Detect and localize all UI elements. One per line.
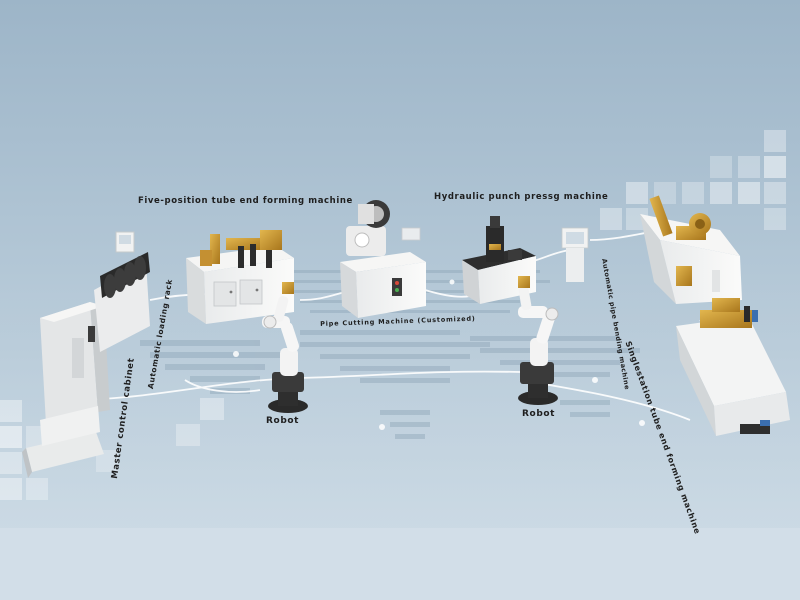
label-robot-left: Robot — [266, 416, 300, 426]
robot-right — [518, 276, 559, 405]
five-position-forming-machine — [186, 230, 294, 324]
bottom-band — [0, 528, 800, 600]
label-five-position-machine: Five-position tube end forming machine — [138, 196, 353, 206]
label-hydraulic-punch-press: Hydraulic punch pressg machine — [434, 192, 609, 202]
master-control-cabinet — [22, 302, 110, 478]
mosaic-squares-left — [0, 398, 224, 500]
automatic-loading-rack — [94, 231, 150, 352]
cable-nodes — [233, 279, 645, 430]
mosaic-squares-right — [600, 130, 786, 230]
single-station-forming-machine — [676, 298, 790, 436]
robot-left — [262, 282, 308, 413]
pipe-cutting-machine — [340, 200, 426, 318]
label-robot-right: Robot — [522, 409, 556, 419]
pipe-bending-machine — [640, 195, 742, 304]
floor-plane — [0, 255, 800, 540]
